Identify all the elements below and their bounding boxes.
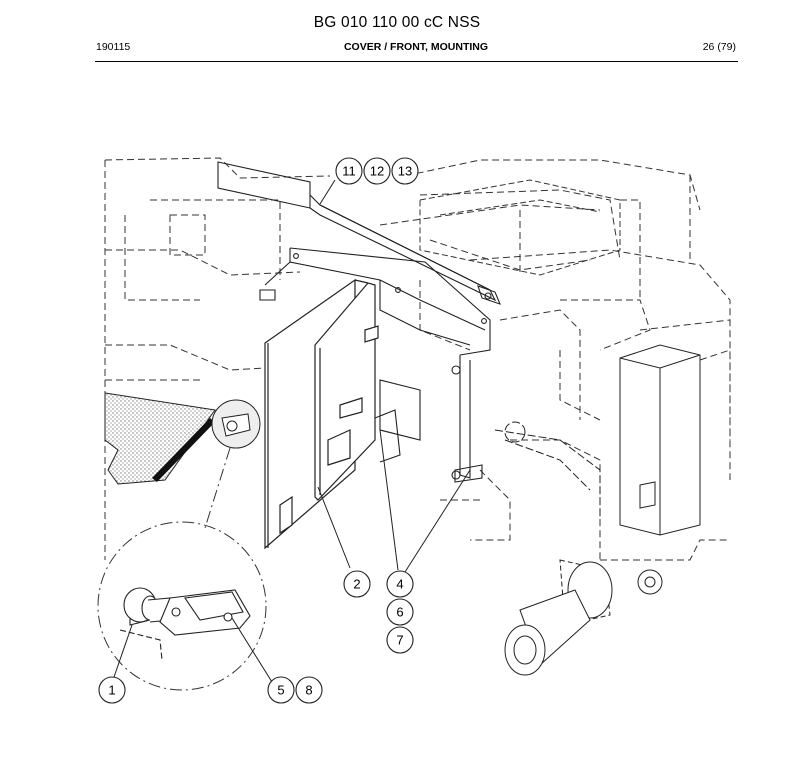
- detail-leader: [97, 447, 267, 691]
- callout-7: [386, 626, 414, 654]
- axle-shaft: [504, 559, 663, 676]
- frame-housing: [419, 179, 621, 276]
- callout-label-7: 7: [396, 633, 403, 648]
- callout-leaders: [113, 179, 471, 683]
- callout-label-6: 6: [396, 605, 403, 620]
- callout-label-2: 2: [353, 577, 360, 592]
- callout-label-11: 11: [342, 164, 356, 179]
- detail-buffer-latch: [119, 587, 251, 661]
- header-rule: [95, 61, 738, 62]
- callout-label-8: 8: [305, 683, 312, 698]
- callout-2: [343, 570, 371, 598]
- machine-frame-outline: [104, 157, 731, 561]
- document-date-code: 190115: [96, 41, 131, 53]
- callout-11: [335, 157, 363, 185]
- detail-source-circle: [211, 399, 261, 449]
- page-number: 26 (79): [702, 41, 736, 53]
- floor-mat: [104, 392, 216, 485]
- callout-8: [295, 676, 323, 704]
- callout-5: [267, 676, 295, 704]
- mounting-bracket: [259, 247, 491, 483]
- callout-label-4: 4: [396, 577, 403, 592]
- side-box: [619, 344, 701, 536]
- cover-panel: [264, 278, 379, 550]
- hitch-arm: [494, 421, 601, 520]
- document-title: BG 010 110 00 cC NSS: [313, 14, 481, 31]
- callout-12: [363, 157, 391, 185]
- callout-label-1: 1: [108, 683, 115, 698]
- support-arm: [217, 161, 501, 305]
- callout-label-12: 12: [370, 164, 384, 179]
- callout-label-13: 13: [398, 164, 412, 179]
- callout-1: [98, 676, 126, 704]
- callouts: [98, 157, 419, 704]
- callout-label-5: 5: [277, 683, 284, 698]
- section-title: COVER / FRONT, MOUNTING: [343, 41, 489, 53]
- callout-4: [386, 570, 414, 598]
- callout-13: [391, 157, 419, 185]
- callout-6: [386, 598, 414, 626]
